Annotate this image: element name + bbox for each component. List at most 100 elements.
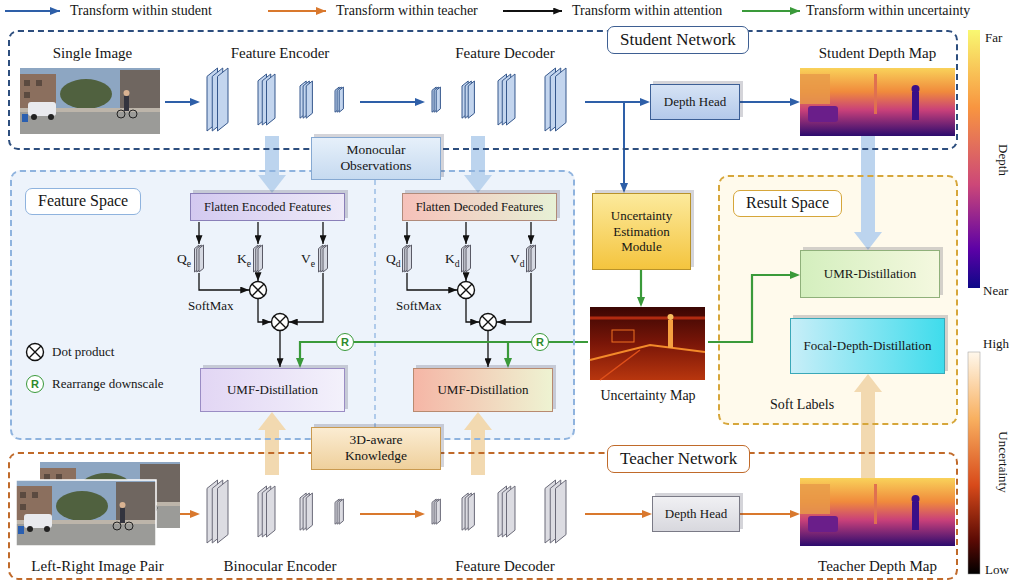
node-label: UMF-Distillation — [437, 382, 528, 398]
node-label: Student Depth Map — [819, 44, 937, 62]
node-label: Focal-Depth-Distillation — [804, 338, 932, 354]
uncertainty-map: Uncertainty Map — [588, 307, 708, 405]
distillation-box: UMF-Distillation — [200, 368, 345, 412]
feature-stacks — [207, 68, 566, 543]
connector — [354, 341, 531, 343]
node-label: Feature Decoder — [455, 557, 555, 575]
attention-label: Vd — [510, 251, 525, 269]
distillation-box: UMR-Distillation — [800, 250, 940, 298]
attention-label: Kd — [445, 251, 460, 269]
node-label: Monocular Observations — [318, 142, 434, 174]
symbol-legend-label: Dot product — [52, 344, 114, 360]
legend-item: Transform within uncertainty — [806, 2, 970, 20]
qkv-stacks — [195, 245, 536, 272]
node-label: Depth Head — [665, 506, 727, 522]
connector — [165, 101, 190, 103]
uncertainty-module: Uncertainty Estimation Module — [592, 193, 691, 270]
legend-item: Transform within teacher — [336, 2, 478, 20]
connector — [585, 102, 624, 183]
colorbar-title: Depth — [995, 144, 1011, 176]
node-label: Teacher Depth Map — [818, 557, 937, 575]
legend-label: Transform within student — [70, 3, 212, 18]
distillation-box: Focal-Depth-Distillation — [790, 318, 945, 374]
attention-label: Ve — [301, 251, 315, 269]
panel-fill — [10, 170, 958, 440]
knowledge-tag: Monocular Observations — [311, 137, 441, 180]
input-image: Single Image — [20, 44, 165, 136]
colorbar-title: Uncertainty — [995, 431, 1011, 492]
knowledge-tag: 3D-aware Knowledge — [311, 427, 441, 470]
legend-item: Transform within attention — [572, 2, 722, 20]
node-label: Uncertainty Map — [600, 388, 695, 405]
depth-maps — [800, 68, 955, 546]
rearrange-symbol: R — [531, 333, 549, 351]
connector — [861, 392, 875, 478]
flatten-box: Flatten Decoded Features — [402, 193, 557, 221]
connector — [708, 275, 790, 342]
input-image: Left-Right Image Pair — [15, 460, 180, 575]
node-label: UMF-Distillation — [227, 382, 318, 398]
distillation-box: UMF-Distillation — [413, 368, 553, 412]
depth-head: Depth Head — [650, 84, 740, 120]
colorbar-label: Near — [983, 283, 1008, 299]
panel-title: Student Network — [607, 26, 749, 54]
encoder-stack: Feature Encoder — [200, 44, 360, 136]
flatten-box: Flatten Encoded Features — [190, 193, 345, 221]
attention-label: Qd — [386, 251, 401, 269]
decoder-stack: Feature Decoder — [425, 475, 585, 575]
depth-map: Student Depth Map — [800, 44, 955, 136]
legend-label: Transform within teacher — [336, 3, 478, 18]
network-panel: Student NetworkSingle ImageFeature Encod… — [8, 30, 958, 150]
softmax-label: SoftMax — [188, 298, 234, 314]
node-label: Depth Head — [664, 94, 726, 110]
space-panel: Result SpaceUMR-DistillationFocal-Depth-… — [718, 175, 958, 425]
attention-label: Qe — [177, 251, 191, 269]
connector — [640, 270, 642, 297]
connector — [508, 342, 531, 358]
encoder-stack: Binocular Encoder — [200, 475, 360, 575]
connector — [740, 101, 790, 103]
node-label: UMR-Distillation — [824, 266, 916, 282]
panel-title: Teacher Network — [607, 445, 750, 473]
softmax-label: SoftMax — [396, 298, 442, 314]
panel-title: Result Space — [733, 190, 842, 217]
connector — [549, 341, 588, 343]
node-label: Uncertainty Estimation Module — [599, 208, 684, 255]
node-label: Flatten Decoded Features — [416, 200, 544, 215]
attention-label: Ke — [237, 251, 251, 269]
node-label: Binocular Encoder — [224, 557, 337, 575]
connector — [180, 513, 190, 515]
node-label: Left-Right Image Pair — [31, 557, 163, 575]
rearrange-symbol: R — [336, 333, 354, 351]
node-label: 3D-aware Knowledge — [318, 432, 434, 464]
input-images — [16, 68, 180, 546]
dot-product-symbol — [27, 282, 497, 361]
connector — [360, 513, 415, 515]
node-label: R — [31, 379, 39, 390]
colorbar-label: High — [983, 336, 1009, 352]
decoder-stack: Feature Decoder — [425, 44, 585, 136]
node-label: R — [341, 337, 349, 348]
connector — [740, 513, 790, 515]
node-label: Single Image — [53, 44, 133, 62]
connector — [360, 101, 415, 103]
space-panel: Feature Space Flatten Encoded Features Fla… — [10, 170, 575, 440]
panel-title: Feature Space — [25, 188, 141, 215]
rearrange-symbol: R — [26, 375, 44, 393]
colorbar-label: Far — [985, 30, 1002, 46]
node-label: R — [536, 337, 544, 348]
colorbar — [968, 30, 980, 574]
network-panel: Teacher NetworkLeft-Right Image PairBino… — [8, 452, 958, 580]
legend-item: Transform within student — [70, 2, 212, 20]
legend-label: Transform within attention — [572, 3, 722, 18]
symbol-legend-label: Rearrange downscale — [52, 376, 164, 392]
depth-map: Teacher Depth Map — [800, 478, 955, 575]
node-label: Feature Decoder — [455, 44, 555, 62]
annotation: Soft Labels — [770, 397, 834, 414]
uncertainty-image — [590, 307, 705, 380]
connector — [585, 513, 642, 515]
connector — [861, 136, 875, 232]
node-label: Flatten Encoded Features — [204, 200, 331, 215]
node-label: Feature Encoder — [231, 44, 330, 62]
colorbar-label: Low — [985, 562, 1009, 578]
